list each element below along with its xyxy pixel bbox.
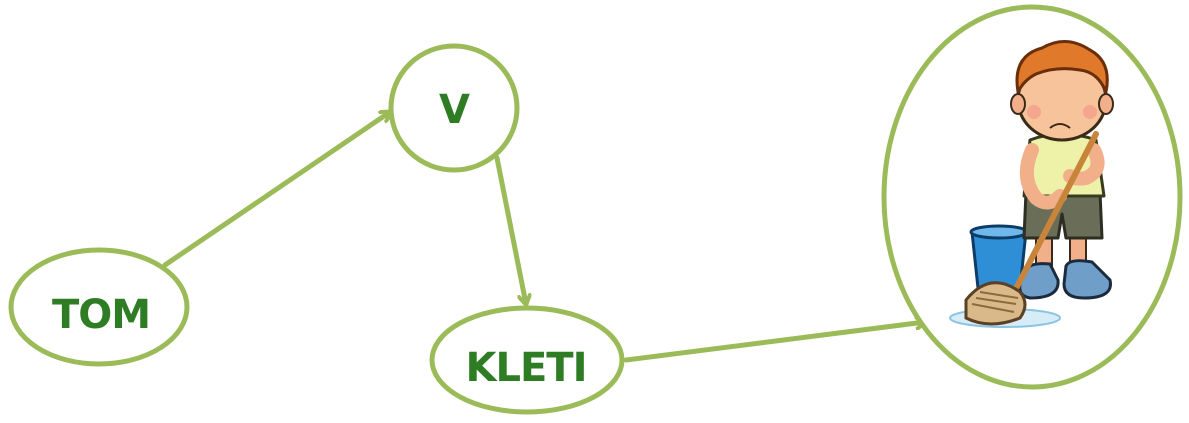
boy-cheek-left	[1027, 105, 1041, 119]
boy-left-ear	[1010, 93, 1026, 115]
node-kleti-outline	[429, 305, 625, 415]
arrow-tom-to-v	[162, 112, 390, 268]
node-tom-label: TOM	[52, 292, 150, 338]
boy-right-ear	[1098, 93, 1114, 115]
mop-handle	[1003, 131, 1099, 311]
boy-left-arm	[1019, 143, 1067, 210]
boy-right-shoe	[1062, 259, 1112, 300]
node-v-outline	[388, 43, 520, 173]
bucket-rim	[969, 224, 1029, 240]
node-v-label: V	[439, 87, 470, 133]
boy-cheek-right	[1083, 105, 1097, 119]
boy-mouth	[1049, 123, 1071, 129]
node-kleti: KLETI	[429, 305, 625, 415]
node-picture	[881, 4, 1183, 390]
node-v: V	[388, 43, 520, 173]
mop-strands	[971, 291, 1019, 313]
node-tom-outline	[8, 247, 190, 367]
node-kleti-label: KLETI	[466, 345, 587, 391]
node-tom: TOM	[8, 247, 190, 367]
arrow-kleti-to-picture	[623, 322, 925, 363]
boy-mopping-illustration	[949, 40, 1114, 328]
boy-hair	[1015, 40, 1109, 98]
arrow-v-to-kleti	[494, 155, 526, 304]
